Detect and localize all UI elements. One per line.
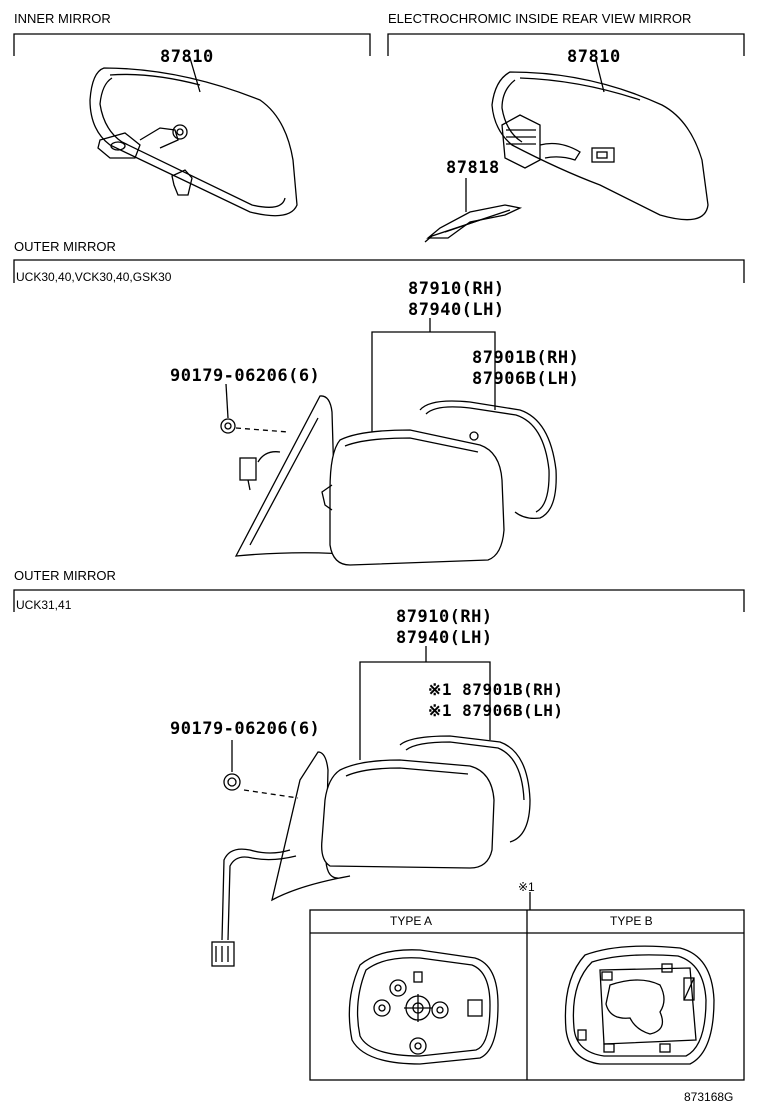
outer-mirror-2-drawing bbox=[211, 646, 531, 967]
part-label-ec-87818: 87818 bbox=[446, 158, 500, 178]
part-label-outer1-rh: 87910(RH) bbox=[408, 279, 505, 299]
part-label-outer2-rh: 87910(RH) bbox=[396, 607, 493, 627]
electrochromic-mirror-drawing bbox=[424, 59, 709, 243]
note-mark-1: ※1 bbox=[518, 880, 535, 894]
type-a-glass bbox=[348, 949, 499, 1065]
section-title-inner-mirror: INNER MIRROR bbox=[14, 11, 111, 26]
section-title-electrochromic-mirror: ELECTROCHROMIC INSIDE REAR VIEW MIRROR bbox=[388, 11, 692, 26]
type-table bbox=[309, 892, 745, 1081]
part-label-outer1-lh: 87940(LH) bbox=[408, 300, 505, 320]
applicability-outer-1: UCK30,40,VCK30,40,GSK30 bbox=[16, 270, 172, 284]
type-b-glass bbox=[564, 945, 715, 1065]
part-label-outer2-glass-lh: ※1 87906B(LH) bbox=[428, 701, 564, 720]
part-label-outer2-lh: 87940(LH) bbox=[396, 628, 493, 648]
type-a-label: TYPE A bbox=[390, 914, 433, 928]
section-title-outer-mirror-1: OUTER MIRROR bbox=[14, 239, 116, 254]
part-label-outer1-glass-lh: 87906B(LH) bbox=[472, 369, 580, 389]
part-label-outer2-glass-rh: ※1 87901B(RH) bbox=[428, 680, 564, 699]
section-frames bbox=[13, 33, 745, 612]
section-title-outer-mirror-2: OUTER MIRROR bbox=[14, 568, 116, 583]
part-label-ec-87810: 87810 bbox=[567, 47, 621, 67]
type-b-label: TYPE B bbox=[610, 914, 653, 928]
outer-mirror-1-drawing bbox=[220, 318, 557, 566]
inner-mirror-drawing bbox=[89, 57, 298, 217]
part-label-outer1-glass-rh: 87901B(RH) bbox=[472, 348, 580, 368]
figure-id: 873168G bbox=[684, 1090, 734, 1104]
part-label-outer1-screw: 90179-06206(6) bbox=[170, 366, 321, 386]
part-label-outer2-screw: 90179-06206(6) bbox=[170, 719, 321, 739]
applicability-outer-2: UCK31,41 bbox=[16, 598, 72, 612]
part-label-inner-87810: 87810 bbox=[160, 47, 214, 67]
